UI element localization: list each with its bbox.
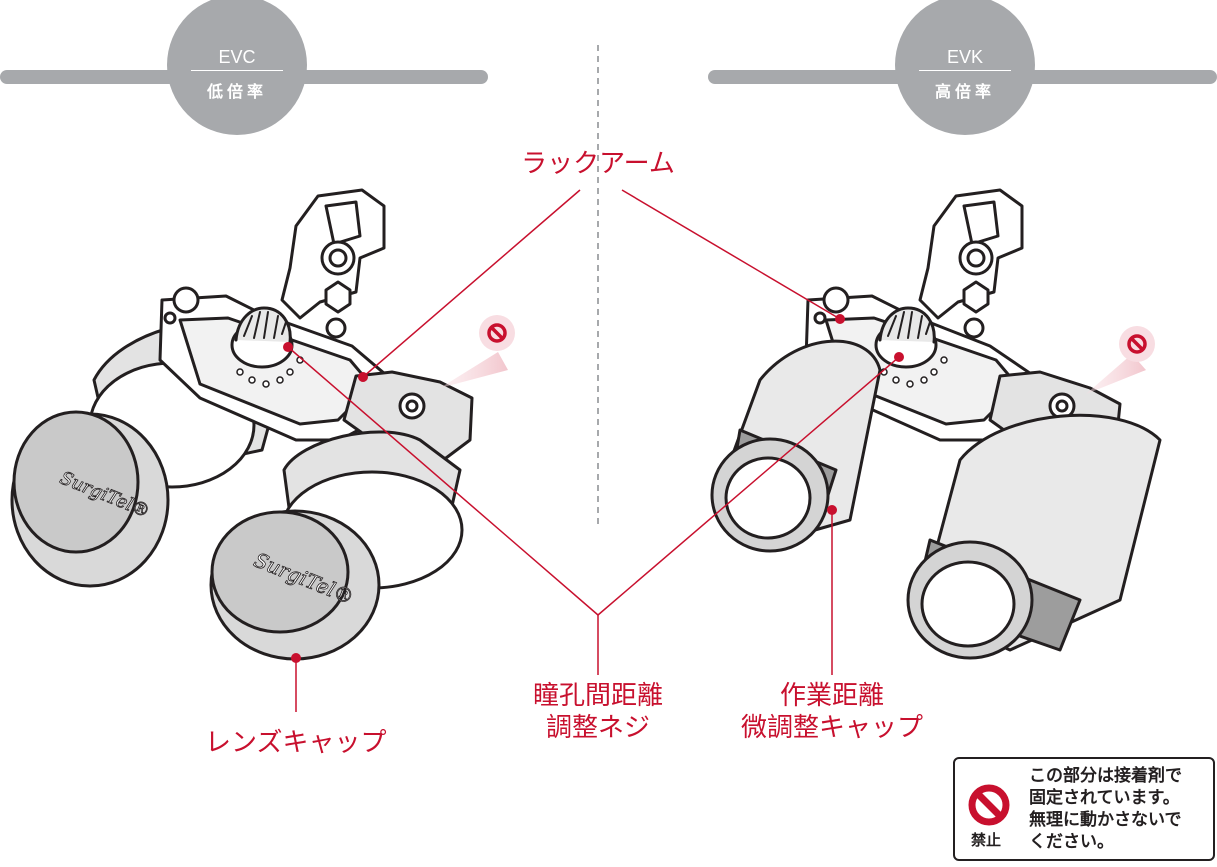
prohibited-icon — [968, 784, 1010, 826]
warning-line-4: ください。 — [1029, 832, 1114, 852]
wd-cap-label: 作業距離 微調整キャップ — [732, 680, 932, 744]
warning-text: この部分は接着剤で 固定されています。 無理に動かさないで ください。 — [1029, 765, 1213, 853]
evc-badge: EVC 低倍率 — [167, 0, 307, 135]
evk-magnification: 高倍率 — [934, 82, 995, 101]
evc-badge-rule — [191, 70, 283, 71]
wd-cap-label-line1: 作業距離 — [779, 681, 884, 711]
left-prohibited-icon — [487, 323, 507, 343]
leader-dots — [283, 314, 904, 663]
evc-loupe-illustration — [10, 188, 474, 661]
ipd-screw-label: 瞳孔間距離 調整ネジ — [518, 680, 678, 744]
warning-note: 禁止 この部分は接着剤で 固定されています。 無理に動かさないで ください。 — [953, 757, 1215, 861]
evc-magnification: 低倍率 — [206, 82, 267, 101]
prohibited-label: 禁止 — [971, 831, 1002, 849]
leader-lines — [287, 189, 900, 712]
ipd-screw-label-line2: 調整ネジ — [545, 713, 650, 743]
ipd-screw-label-line1: 瞳孔間距離 — [532, 681, 663, 711]
left-warning-pointer — [440, 352, 508, 388]
evk-badge: EVK 高倍率 — [895, 0, 1035, 135]
rack-arm-label: ラックアーム — [521, 149, 675, 179]
right-warning-pointer — [1086, 354, 1146, 394]
evk-model: EVK — [946, 47, 984, 67]
evk-badge-rule — [919, 70, 1011, 71]
evc-model: EVC — [218, 47, 256, 67]
warning-line-1: この部分は接着剤で — [1029, 766, 1182, 786]
lens-cap-label: レンズキャップ — [205, 728, 387, 758]
warning-line-3: 無理に動かさないで — [1029, 810, 1182, 830]
wd-cap-label-line2: 微調整キャップ — [740, 713, 923, 743]
right-prohibited-icon — [1127, 334, 1147, 354]
warning-line-2: 固定されています。 — [1029, 788, 1180, 808]
evk-loupe-illustration — [710, 188, 1162, 660]
